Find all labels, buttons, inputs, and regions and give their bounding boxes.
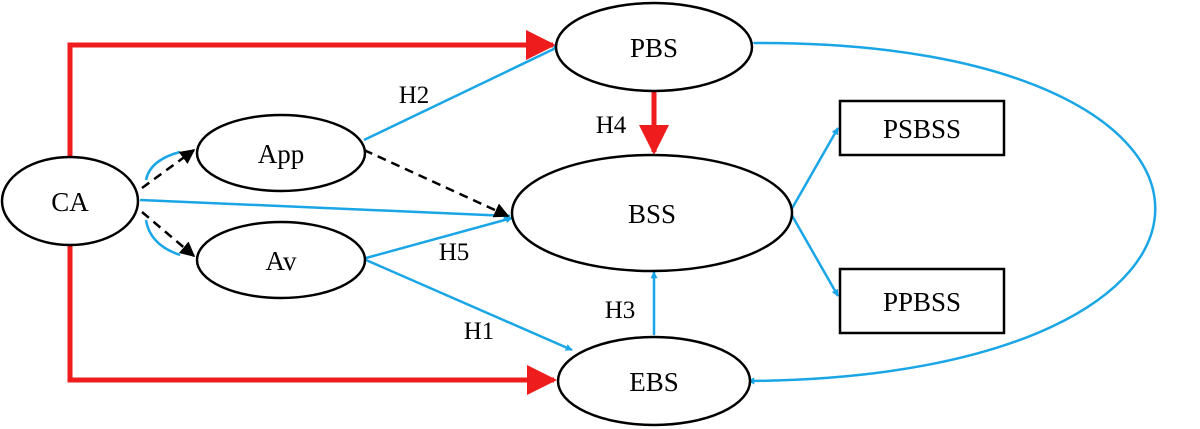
- edge-bss-psbss: [788, 127, 840, 213]
- edge-label-h1: H1: [464, 318, 495, 345]
- node-ca: CA: [0, 155, 140, 247]
- edge-label-h5: H5: [439, 239, 470, 266]
- edge-app-bss-dashed: [363, 148, 510, 218]
- edge-label-h4: H4: [596, 112, 627, 139]
- edge-av-ebs: [365, 258, 573, 352]
- node-pbs-label: PBS: [630, 33, 678, 63]
- edge-ca-av-dashed: [141, 211, 196, 257]
- edge-ca-pbs: [67, 30, 556, 158]
- edge-ca-app-curve: [144, 150, 181, 181]
- node-app-label: App: [258, 139, 305, 169]
- edge-app-pbs: [363, 44, 561, 142]
- node-app: App: [195, 113, 367, 193]
- node-pbs: PBS: [554, 1, 754, 93]
- edge-ca-ebs: [67, 245, 557, 395]
- node-av: Av: [195, 220, 367, 300]
- edge-label-h2: H2: [399, 82, 430, 109]
- node-bss: BSS: [510, 153, 794, 273]
- edge-ca-app-dashed: [141, 148, 196, 190]
- edge-pbs-ebs-loop: [747, 39, 1157, 385]
- node-ppbss: PPBSS: [838, 267, 1006, 335]
- node-av-label: Av: [266, 246, 297, 276]
- node-ca-label: CA: [51, 187, 89, 217]
- edge-ca-bss: [139, 198, 511, 220]
- node-ppbss-label: PPBSS: [883, 287, 961, 317]
- edge-label-h3: H3: [605, 297, 636, 324]
- edge-av-bss: [365, 216, 513, 260]
- node-ebs-label: EBS: [629, 367, 679, 397]
- edge-ca-av-curve: [144, 219, 181, 257]
- node-ebs: EBS: [556, 335, 752, 427]
- edge-bss-ppbss: [788, 211, 840, 297]
- node-psbss: PSBSS: [838, 99, 1006, 157]
- node-bss-label: BSS: [628, 199, 676, 229]
- node-psbss-label: PSBSS: [883, 114, 961, 144]
